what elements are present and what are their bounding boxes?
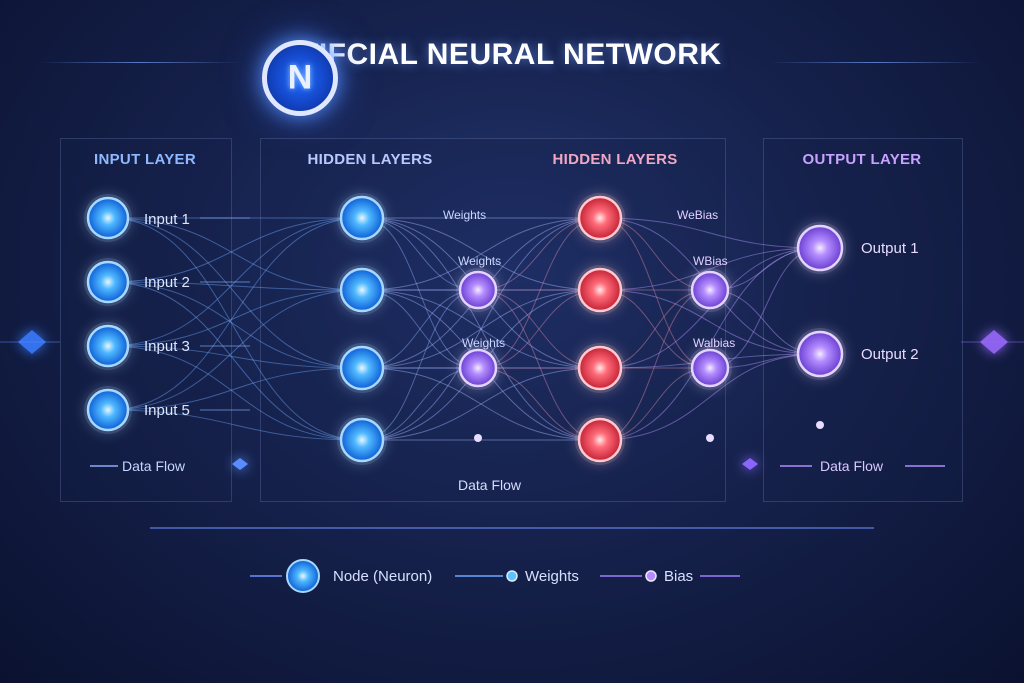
legend-bias-icon: [645, 570, 657, 582]
input-node: [84, 258, 132, 306]
input-node: [84, 322, 132, 370]
hidden2-node: [575, 343, 625, 393]
hidden1-node: [337, 343, 387, 393]
output-label-1: Output 1: [861, 240, 919, 257]
weights-label-3: Weights: [462, 336, 506, 350]
input-node: [84, 194, 132, 242]
legend-graphics: [250, 559, 740, 593]
output-node: [794, 222, 846, 274]
hidden2-node: [575, 415, 625, 465]
weights-label-2: Weights: [458, 254, 502, 268]
bias-label-1: WeBias: [677, 208, 719, 222]
edge-line: [107, 345, 363, 441]
page-title: TIFCIAL NEURAL NETWORK: [300, 38, 722, 71]
edge-line: [361, 289, 601, 369]
bias-node: [688, 268, 732, 312]
hidden-layers-title-1: HIDDEN LAYERS: [307, 151, 433, 168]
edge-line: [107, 281, 363, 291]
bias-label-2: WBias: [693, 254, 728, 268]
edge-line: [361, 367, 601, 441]
edge-line: [599, 217, 821, 249]
edge-line: [107, 217, 363, 369]
hidden-layers-title-2: HIDDEN LAYERS: [552, 151, 678, 168]
hidden1-node: [337, 415, 387, 465]
edge-line: [361, 289, 601, 369]
bias-node: [688, 346, 732, 390]
edge-line: [599, 289, 821, 355]
weights-label-1: Weights: [443, 208, 487, 222]
title-left-line: [40, 62, 240, 63]
edge-line: [107, 281, 363, 369]
input-label-3: Input 3: [144, 338, 190, 355]
edge-line: [599, 247, 821, 441]
hidden2-node: [575, 193, 625, 243]
legend-weights-icon: [506, 570, 518, 582]
input-node: [84, 386, 132, 434]
data-flow-label-output: Data Flow: [820, 458, 884, 474]
legend-node-icon: [286, 559, 320, 593]
weight-node: [456, 346, 500, 390]
title-area: TIFCIAL NEURAL NETWORK N: [0, 0, 1024, 116]
logo-glyph: N: [287, 58, 313, 97]
data-flow-label-input: Data Flow: [122, 458, 186, 474]
junction-dot: [706, 434, 714, 442]
edge-line: [107, 289, 363, 347]
neuron-nodes: [84, 193, 846, 465]
input-layer-title: INPUT LAYER: [94, 151, 196, 168]
weight-node: [456, 268, 500, 312]
hidden1-node: [337, 265, 387, 315]
legend: Node (Neuron) Weights Bias: [0, 558, 1024, 598]
junction-dot: [816, 421, 824, 429]
edge-line: [107, 367, 363, 411]
data-flow-label-middle: Data Flow: [458, 477, 522, 493]
edge-line: [107, 281, 363, 441]
edge-line: [599, 353, 821, 441]
edge-line: [107, 217, 363, 283]
edge-line: [107, 345, 363, 369]
junction-dot: [474, 434, 482, 442]
output-label-2: Output 2: [861, 346, 919, 363]
edge-line: [107, 289, 363, 411]
bias-label-3: Walbias: [693, 336, 736, 350]
hidden1-node: [337, 193, 387, 243]
input-label-2: Input 2: [144, 274, 190, 291]
output-layer-title: OUTPUT LAYER: [802, 151, 922, 168]
edge-line: [107, 217, 363, 441]
data-flow-diamond-right-icon: [742, 458, 758, 470]
nn-logo-icon: N: [262, 40, 338, 116]
legend-node-label: Node (Neuron): [333, 568, 433, 585]
edge-line: [107, 217, 363, 411]
title-right-line: [770, 62, 980, 63]
edge-line: [361, 217, 601, 441]
edge-line: [361, 217, 601, 291]
legend-bias-label: Bias: [664, 568, 694, 585]
edge-line: [107, 217, 363, 291]
input-label-1: Input 1: [144, 211, 190, 228]
input-layer-panel: [60, 138, 232, 502]
input-label-4: Input 5: [144, 402, 190, 419]
output-node: [794, 328, 846, 380]
connection-lines: [107, 217, 824, 442]
legend-weights-label: Weights: [525, 568, 579, 585]
output-layer-panel: [763, 138, 963, 502]
data-flow-diamond-left-icon: [232, 458, 248, 470]
edge-line: [107, 409, 363, 441]
edge-line: [361, 367, 601, 441]
hidden2-node: [575, 265, 625, 315]
edge-line: [361, 217, 601, 291]
edge-line: [361, 217, 601, 441]
